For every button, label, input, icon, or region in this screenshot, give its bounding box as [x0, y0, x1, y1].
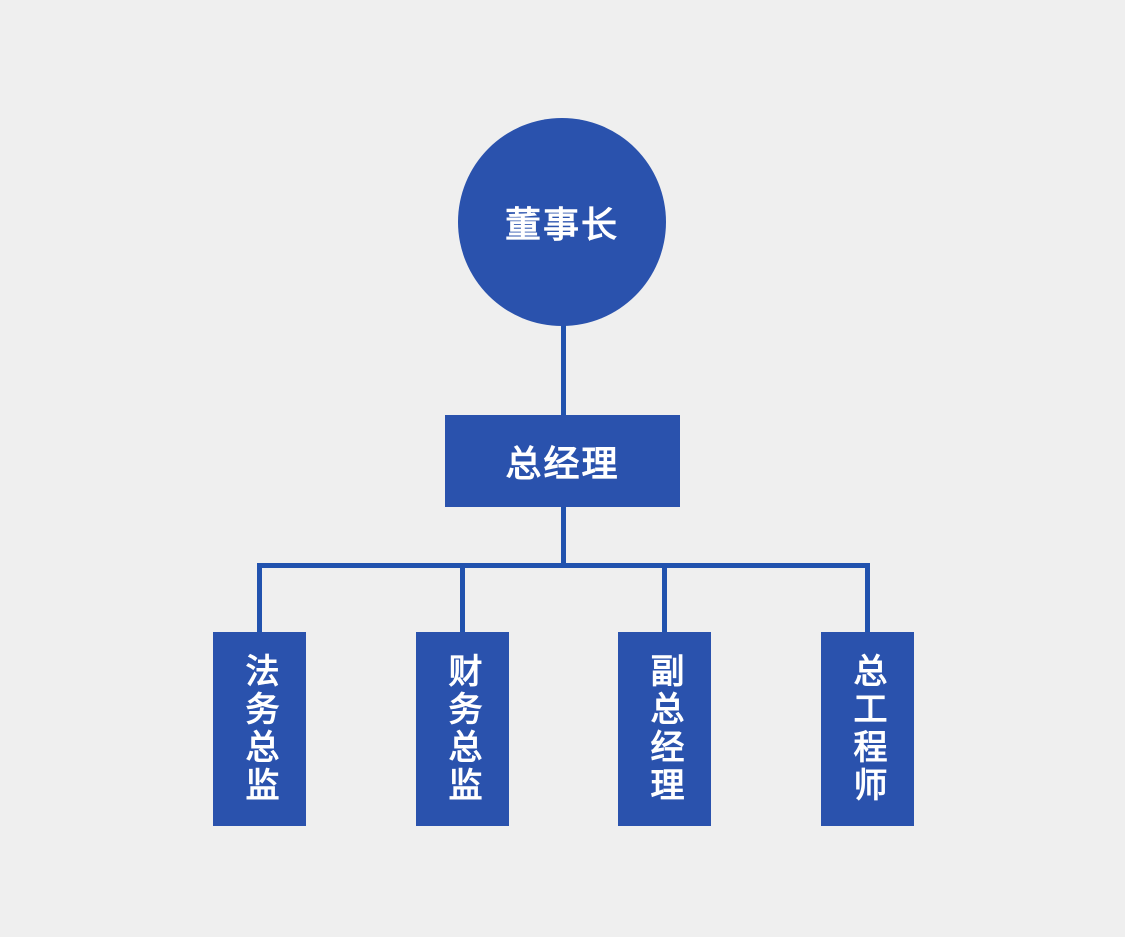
connector-branch-to-deputy-gm — [662, 563, 667, 632]
org-node-chairman-label: 董事长 — [504, 204, 619, 245]
connector-chairman-to-gm — [561, 320, 566, 417]
org-node-general-manager-label: 总经理 — [505, 443, 620, 484]
org-node-chief-engineer: 总工程师 — [821, 632, 914, 826]
org-node-deputy-general-manager-label: 副总经理 — [645, 653, 683, 805]
org-node-finance-director-label: 财务总监 — [443, 653, 481, 805]
connector-branch-horizontal — [257, 563, 870, 568]
connector-branch-to-legal-director — [257, 563, 262, 632]
connector-gm-to-branch — [561, 505, 566, 565]
org-node-chief-engineer-label: 总工程师 — [848, 653, 886, 805]
org-node-deputy-general-manager: 副总经理 — [618, 632, 711, 826]
org-node-chairman: 董事长 — [458, 118, 666, 326]
connector-branch-to-finance-director — [460, 563, 465, 632]
org-node-legal-director: 法务总监 — [213, 632, 306, 826]
org-node-general-manager: 总经理 — [445, 415, 680, 507]
org-node-legal-director-label: 法务总监 — [240, 653, 278, 805]
org-node-finance-director: 财务总监 — [416, 632, 509, 826]
connector-branch-to-chief-engineer — [865, 563, 870, 632]
